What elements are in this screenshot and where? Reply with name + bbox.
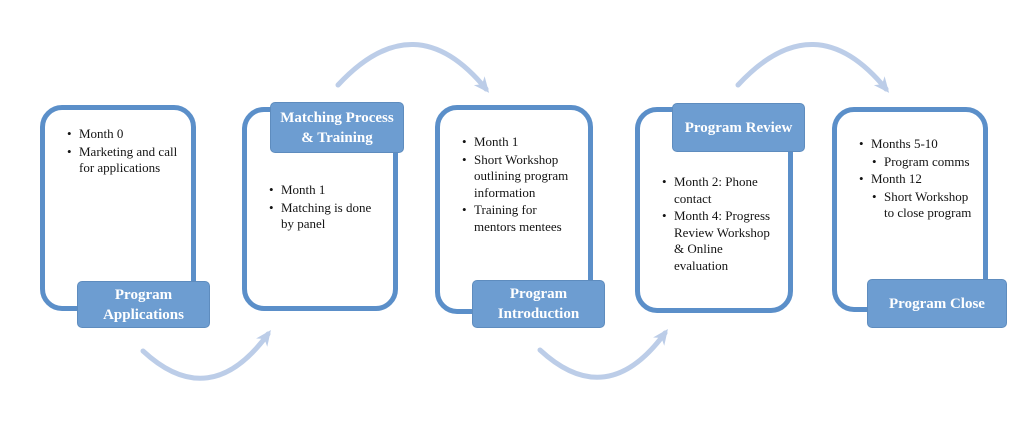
stage-label-text: Program Introduction xyxy=(497,286,580,322)
stage-bullet-list: • Months 5-10 • Program comms • Month 12 • Shor… xyxy=(837,112,983,222)
stage-label-matching-process: Matching Process & Training xyxy=(270,102,404,153)
bullet-icon: • xyxy=(859,136,864,151)
bullet-text: Months 5-10 xyxy=(871,136,938,151)
stage-label-program-introduction: Program Introduction xyxy=(472,280,605,328)
stage-bullet-list: • Month 1 • Short Workshop outlining progra… xyxy=(440,110,588,235)
stage-label-text: Program Close xyxy=(889,295,985,312)
bullet-item: • Month 4: Progress Review Workshop & Onl… xyxy=(662,208,780,274)
arrow-introduction-to-review xyxy=(537,329,668,380)
bullet-item: • Matching is done by panel xyxy=(269,200,385,233)
bullet-icon: • xyxy=(67,126,72,141)
bullet-icon: • xyxy=(662,174,667,189)
bullet-icon: • xyxy=(662,208,667,223)
stage-label-text: Program Review xyxy=(684,119,793,136)
bullet-text: Program comms xyxy=(884,153,970,169)
bullet-item: • Short Workshop to close program xyxy=(872,189,975,222)
stage-card-program-applications: • Month 0 • Marketing and call for applicat… xyxy=(40,105,196,311)
bullet-item: • Marketing and call for applications xyxy=(67,144,183,177)
arrow-applications-to-matching xyxy=(140,330,271,381)
bullet-icon: • xyxy=(462,134,467,149)
bullet-icon: • xyxy=(462,151,467,167)
stage-card-program-review: • Month 2: Phone contact • Month 4: Progres… xyxy=(635,107,793,313)
bullet-item: • Month 0 xyxy=(67,126,183,143)
stage-label-program-applications: Program Applications xyxy=(77,281,210,328)
bullet-item: • Training for mentors mentees xyxy=(462,202,580,235)
stage-bullet-list: • Month 1 • Matching is done by panel xyxy=(247,112,393,233)
bullet-text: Month 12 xyxy=(871,171,922,186)
bullet-text: Training for mentors mentees xyxy=(474,202,562,234)
bullet-icon: • xyxy=(872,153,877,169)
bullet-item: • Months 5-10 xyxy=(859,136,975,153)
bullet-text: Month 0 xyxy=(79,126,124,141)
bullet-text: Month 1 xyxy=(281,182,326,197)
bullet-icon: • xyxy=(269,199,274,215)
stage-label-program-review: Program Review xyxy=(672,103,805,152)
stage-bullet-list: • Month 2: Phone contact • Month 4: Progres… xyxy=(640,112,788,274)
stage-label-text: Program Applications xyxy=(103,286,184,323)
stage-label-program-close: Program Close xyxy=(867,279,1007,328)
arrow-matching-to-introduction xyxy=(335,42,490,93)
bullet-icon: • xyxy=(269,182,274,197)
arrow-review-to-close xyxy=(735,42,890,93)
bullet-item: • Month 1 xyxy=(269,182,385,199)
bullet-icon: • xyxy=(872,188,877,204)
bullet-icon: • xyxy=(67,143,72,159)
bullet-text: Month 1 xyxy=(474,134,519,149)
bullet-text: Month 4: Progress Review Workshop & Onli… xyxy=(674,208,771,273)
bullet-text: Short Workshop to close program xyxy=(884,188,972,221)
stage-bullet-list: • Month 0 • Marketing and call for applicat… xyxy=(45,110,191,177)
bullet-text: Marketing and call for applications xyxy=(79,143,178,176)
bullet-item: • Program comms xyxy=(872,154,975,171)
bullet-item: • Month 1 xyxy=(462,134,580,151)
bullet-item: • Month 12 xyxy=(859,171,975,188)
bullet-text: Matching is done by panel xyxy=(281,199,372,232)
bullet-item: • Month 2: Phone contact xyxy=(662,174,780,207)
bullet-text: Month 2: Phone contact xyxy=(674,174,758,206)
bullet-item: • Short Workshop outlining program inform… xyxy=(462,152,580,202)
stage-label-text: Matching Process & Training xyxy=(280,109,394,146)
stage-card-program-introduction: • Month 1 • Short Workshop outlining progra… xyxy=(435,105,593,314)
bullet-text: Short Workshop outlining program informa… xyxy=(474,151,569,200)
bullet-icon: • xyxy=(859,171,864,186)
stage-card-program-close: • Months 5-10 • Program comms • Month 12 • Shor… xyxy=(832,107,988,312)
bullet-icon: • xyxy=(462,202,467,217)
